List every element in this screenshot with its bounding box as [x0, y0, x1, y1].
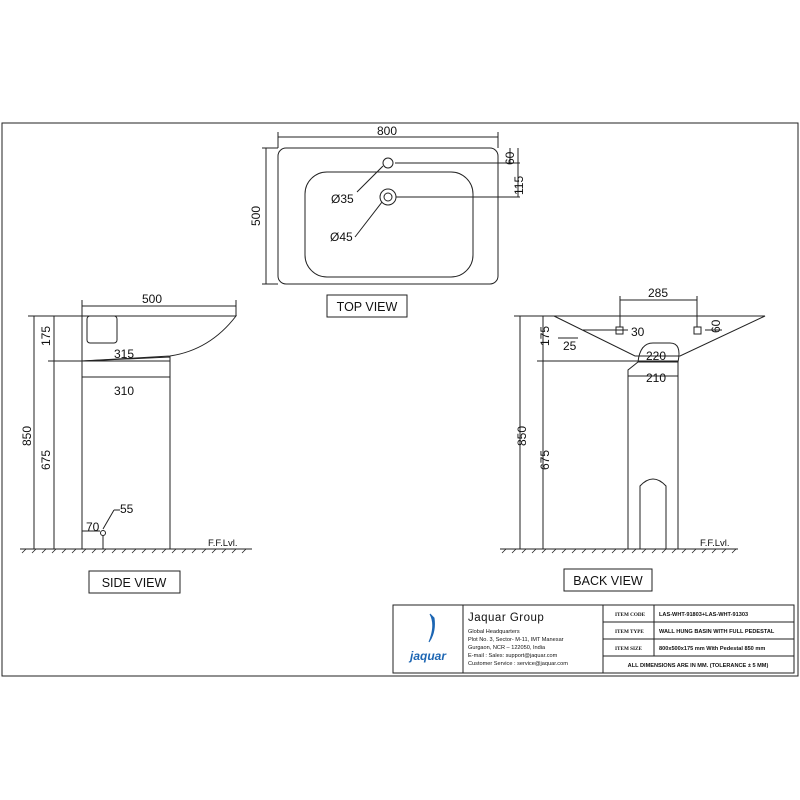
tap-hole [382, 157, 394, 169]
back-basin-height-dim: 175 [538, 326, 552, 346]
brand-logo-text: jaquar [408, 649, 447, 663]
tap-dia-dim: Ø35 [331, 192, 354, 206]
side-view [20, 300, 252, 550]
back-total-height-dim: 850 [515, 426, 529, 446]
back-view-label: BACK VIEW [573, 574, 643, 588]
back-view [500, 296, 766, 550]
side-pedestal-top-dim: 315 [114, 347, 134, 361]
side-total-height-dim: 850 [20, 426, 34, 446]
company-name: Jaquar Group [468, 612, 544, 624]
side-basin-height-dim: 175 [39, 326, 53, 346]
item-type-value: WALL HUNG BASIN WITH FULL PEDESTAL [659, 629, 775, 635]
item-code-value: LAS-WHT-91803+LAS-WHT-91303 [659, 612, 748, 618]
back-fixing-size-dim: 30 [631, 325, 645, 339]
item-size-value: 800x500x175 mm With Pedestal 850 mm [659, 646, 765, 652]
dimensions-note: ALL DIMENSIONS ARE IN MM. (TOLERANCE ± 5… [628, 663, 769, 669]
jaquar-logo-icon [428, 613, 435, 643]
back-pedestal-height-dim: 675 [538, 450, 552, 470]
tap-offset-dim: 60 [503, 151, 517, 165]
back-edge-dim: 25 [563, 339, 577, 353]
title-block [392, 604, 795, 674]
item-type-label: ITEM TYPE [615, 629, 644, 635]
pedestal-top [637, 342, 680, 363]
back-pedestal-bottom-dim: 210 [646, 371, 666, 385]
address-line-4: E-mail : Sales: support@jaquar.com [468, 653, 558, 659]
address-line-5: Customer Service : service@jaquar.com [468, 661, 568, 667]
top-view [262, 132, 520, 285]
side-view-label-box [88, 570, 181, 594]
back-fixing-spacing-dim: 285 [648, 286, 668, 300]
address-line-3: Gurgaon, NCR – 122050, India [468, 645, 546, 651]
basin-profile-back [553, 315, 766, 357]
basin-profile-side [81, 315, 238, 362]
side-pedestal-height-dim: 675 [39, 450, 53, 470]
side-waste-offset-dim: 70 [86, 520, 100, 534]
top-view-label-box [326, 294, 408, 318]
back-view-label-box [563, 568, 653, 592]
back-pedestal-top-dim: 220 [646, 349, 666, 363]
waste-offset-dim: 115 [512, 176, 526, 195]
basin-bowl-top [304, 171, 474, 278]
back-fixing-height-dim: 60 [709, 319, 723, 333]
side-view-label: SIDE VIEW [102, 576, 167, 590]
side-pedestal-bottom-dim: 310 [114, 384, 134, 398]
side-floor-label: F.F.Lvl. [208, 538, 238, 549]
address-line-1: Global Headquarters [468, 629, 520, 635]
sheet-border [1, 122, 799, 677]
waste-hole-outer [379, 188, 397, 206]
basin-outline-top [277, 147, 499, 285]
pedestal-back [627, 361, 679, 550]
waste-hole-inner [383, 192, 393, 202]
address-line-2: Plot No. 3, Sector- M-11, IMT Manesar [468, 637, 564, 643]
fixing-hole-right [693, 326, 702, 335]
top-width-dim: 800 [377, 124, 397, 138]
basin-bowl-side [86, 315, 118, 344]
item-size-label: ITEM SIZE [615, 646, 642, 652]
floor-hatch-side [21, 548, 247, 554]
pedestal-slot [639, 478, 667, 549]
side-waste-height-dim: 55 [120, 502, 134, 516]
item-code-label: ITEM CODE [615, 612, 646, 618]
top-view-label: TOP VIEW [337, 300, 398, 314]
floor-hatch-back [501, 548, 737, 554]
side-depth-dim: 500 [142, 292, 162, 306]
back-floor-label: F.F.Lvl. [700, 538, 730, 549]
top-depth-dim: 500 [249, 206, 263, 226]
waste-dia-dim: Ø45 [330, 230, 353, 244]
